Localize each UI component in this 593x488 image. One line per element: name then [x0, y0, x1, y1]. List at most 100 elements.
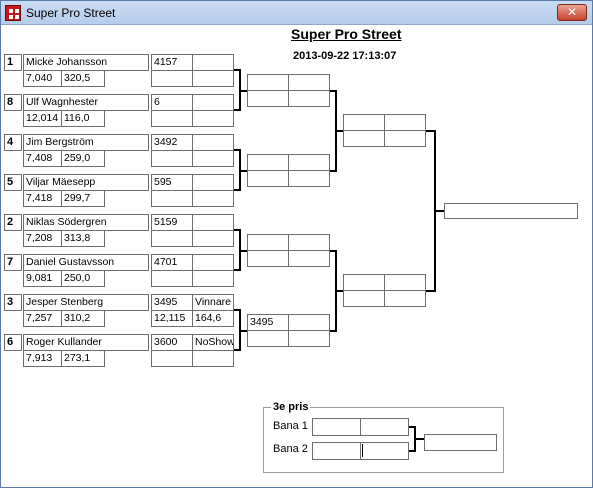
racer-name-box[interactable]: Daniel Gustavsson — [23, 254, 149, 271]
score-sub-box[interactable] — [151, 270, 193, 287]
score-sub-box[interactable] — [151, 150, 193, 167]
qf-status-sub-box[interactable] — [288, 330, 330, 347]
title-bar[interactable]: Super Pro Street ✕ — [1, 1, 592, 25]
status-sub-box[interactable] — [192, 350, 234, 367]
final-winner-box[interactable] — [444, 203, 578, 219]
status-sub-box[interactable]: 164,6 — [192, 310, 234, 327]
reaction-time-box[interactable]: 7,040 — [23, 70, 62, 87]
sf-status-sub-box[interactable] — [384, 290, 426, 307]
qf-status-sub-box[interactable] — [288, 250, 330, 267]
speed-box[interactable]: 310,2 — [61, 310, 105, 327]
qf-score-box[interactable]: 3495 — [247, 314, 289, 331]
close-button[interactable]: ✕ — [557, 4, 587, 21]
qf-score-sub-box[interactable] — [247, 250, 289, 267]
bracket-connector — [234, 149, 240, 151]
speed-box[interactable]: 320,5 — [61, 70, 105, 87]
status-box[interactable] — [192, 174, 234, 191]
racer-name-box[interactable]: Roger Kullander — [23, 334, 149, 351]
score-sub-box[interactable] — [151, 70, 193, 87]
score-box[interactable]: 5159 — [151, 214, 193, 231]
score-box[interactable]: 3492 — [151, 134, 193, 151]
score-sub-box[interactable] — [151, 350, 193, 367]
score-sub-box[interactable]: 12,115 — [151, 310, 193, 327]
status-sub-box[interactable] — [192, 70, 234, 87]
bracket-connector — [239, 250, 247, 252]
reaction-time-box[interactable]: 7,257 — [23, 310, 62, 327]
seed-box: 6 — [4, 334, 22, 351]
reaction-time-box[interactable]: 7,913 — [23, 350, 62, 367]
qf-status-box[interactable] — [288, 234, 330, 251]
reaction-time-box[interactable]: 7,208 — [23, 230, 62, 247]
score-sub-box[interactable] — [151, 190, 193, 207]
lane1-score-box[interactable] — [312, 418, 361, 436]
qf-status-box[interactable] — [288, 314, 330, 331]
speed-box[interactable]: 313,8 — [61, 230, 105, 247]
racer-name-box[interactable]: Micke Johansson — [23, 54, 149, 71]
speed-box[interactable]: 250,0 — [61, 270, 105, 287]
speed-box[interactable]: 299,7 — [61, 190, 105, 207]
speed-box[interactable]: 259,0 — [61, 150, 105, 167]
seed-box: 2 — [4, 214, 22, 231]
seed-box: 4 — [4, 134, 22, 151]
status-box[interactable] — [192, 254, 234, 271]
qf-score-box[interactable] — [247, 154, 289, 171]
qf-status-sub-box[interactable] — [288, 90, 330, 107]
score-box[interactable]: 3495 — [151, 294, 193, 311]
speed-box[interactable]: 273,1 — [61, 350, 105, 367]
sf-score-box[interactable] — [343, 274, 385, 291]
lane2-status-box[interactable] — [360, 442, 409, 460]
qf-status-box[interactable] — [288, 74, 330, 91]
seed-box: 3 — [4, 294, 22, 311]
qf-score-sub-box[interactable] — [247, 330, 289, 347]
score-sub-box[interactable] — [151, 230, 193, 247]
qf-status-sub-box[interactable] — [288, 170, 330, 187]
status-box[interactable]: Vinnare — [192, 294, 234, 311]
score-box[interactable]: 3600 — [151, 334, 193, 351]
sf-score-sub-box[interactable] — [343, 130, 385, 147]
sf-score-sub-box[interactable] — [343, 290, 385, 307]
bracket-connector — [330, 330, 336, 332]
lane1-status-box[interactable] — [360, 418, 409, 436]
racer-name-box[interactable]: Jesper Stenberg — [23, 294, 149, 311]
status-sub-box[interactable] — [192, 150, 234, 167]
score-sub-box[interactable] — [151, 110, 193, 127]
reaction-time-box[interactable]: 9,081 — [23, 270, 62, 287]
qf-score-sub-box[interactable] — [247, 170, 289, 187]
status-box[interactable] — [192, 54, 234, 71]
status-box[interactable] — [192, 94, 234, 111]
score-box[interactable]: 6 — [151, 94, 193, 111]
racer-name-box[interactable]: Ulf Wagnhester — [23, 94, 149, 111]
qf-score-box[interactable] — [247, 234, 289, 251]
third-prize-winner-box[interactable] — [424, 434, 497, 451]
page-title: Super Pro Street — [291, 26, 402, 42]
score-box[interactable]: 4701 — [151, 254, 193, 271]
reaction-time-box[interactable]: 12,014 — [23, 110, 62, 127]
status-sub-box[interactable] — [192, 270, 234, 287]
status-sub-box[interactable] — [192, 230, 234, 247]
racer-name-box[interactable]: Niklas Södergren — [23, 214, 149, 231]
reaction-time-box[interactable]: 7,408 — [23, 150, 62, 167]
bracket-connector — [426, 130, 435, 132]
racer-name-box[interactable]: Viljar Mäesepp — [23, 174, 149, 191]
status-box[interactable]: NoShow — [192, 334, 234, 351]
lane2-score-box[interactable] — [312, 442, 361, 460]
sf-status-sub-box[interactable] — [384, 130, 426, 147]
score-box[interactable]: 595 — [151, 174, 193, 191]
qf-status-box[interactable] — [288, 154, 330, 171]
bracket-connector — [234, 229, 240, 231]
reaction-time-box[interactable]: 7,418 — [23, 190, 62, 207]
status-sub-box[interactable] — [192, 190, 234, 207]
score-box[interactable]: 4157 — [151, 54, 193, 71]
status-sub-box[interactable] — [192, 110, 234, 127]
sf-status-box[interactable] — [384, 114, 426, 131]
seed-box: 1 — [4, 54, 22, 71]
status-box[interactable] — [192, 214, 234, 231]
speed-box[interactable]: 116,0 — [61, 110, 105, 127]
sf-score-box[interactable] — [343, 114, 385, 131]
racer-name-box[interactable]: Jim Bergström — [23, 134, 149, 151]
qf-score-box[interactable] — [247, 74, 289, 91]
bracket-connector — [234, 109, 240, 111]
status-box[interactable] — [192, 134, 234, 151]
sf-status-box[interactable] — [384, 274, 426, 291]
qf-score-sub-box[interactable] — [247, 90, 289, 107]
